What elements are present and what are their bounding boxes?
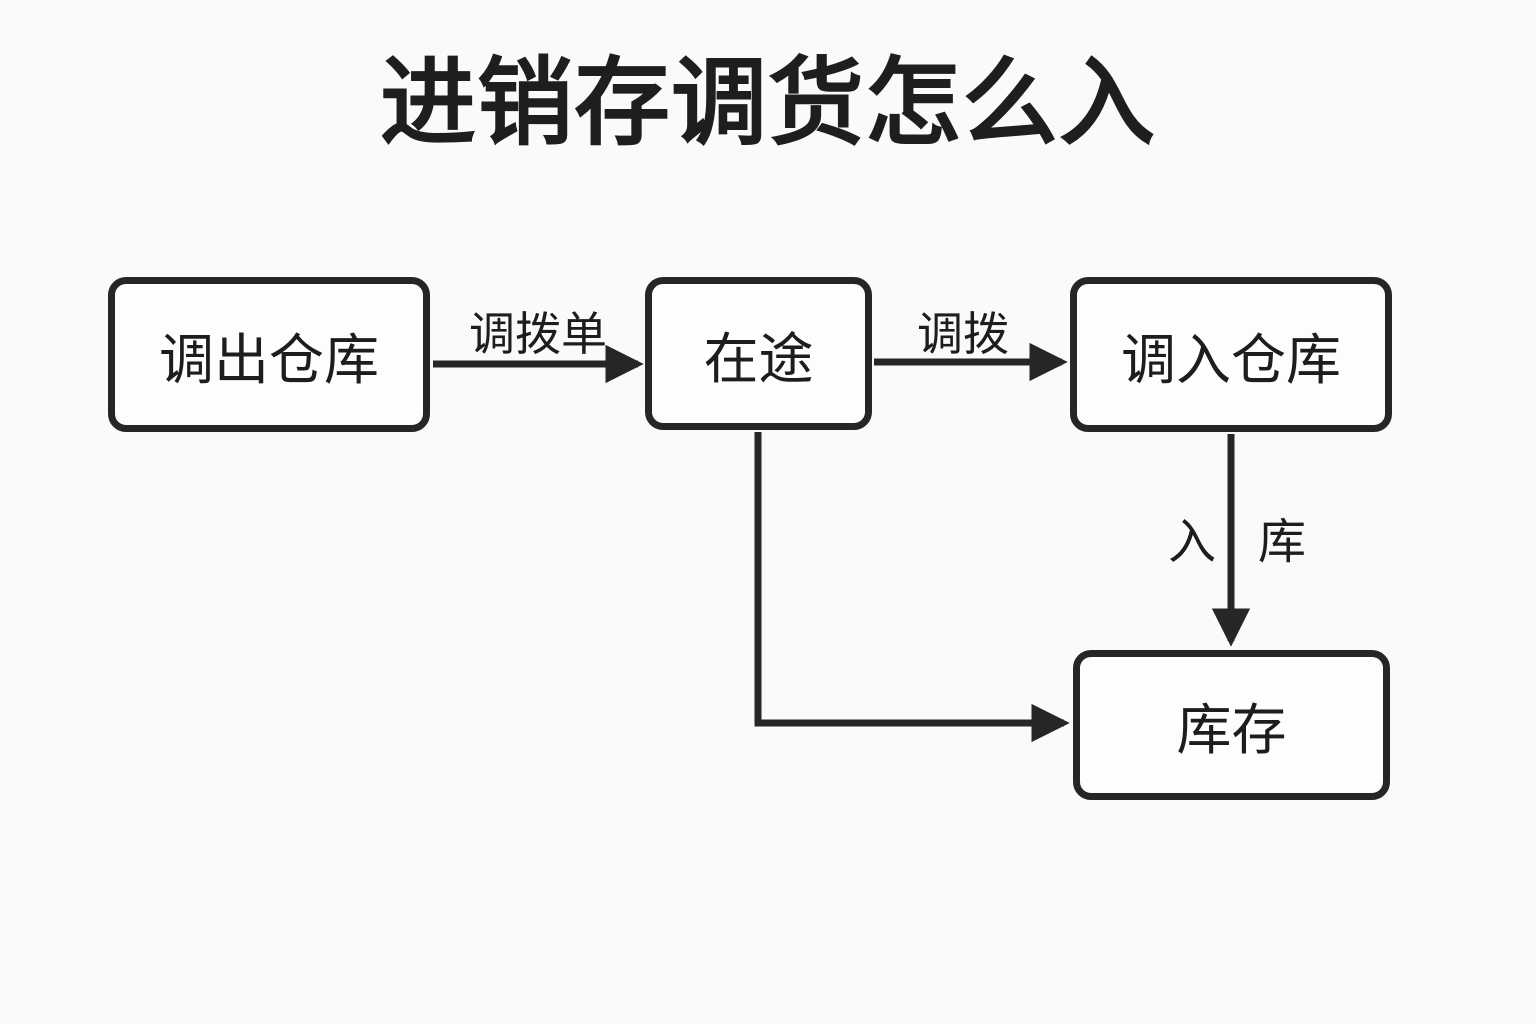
node-dest-warehouse: 调入仓库 [1070, 277, 1392, 432]
diagram-title: 进销存调货怎么入 [380, 47, 1156, 159]
node-inventory-label: 库存 [1176, 698, 1287, 762]
node-source-warehouse: 调出仓库 [108, 277, 430, 432]
edge-label-transfer: 调拨 [917, 307, 1009, 361]
node-in-transit-label: 在途 [703, 326, 814, 391]
edge-label-stock-in: 入库 [1167, 514, 1349, 570]
node-dest-warehouse-label: 调入仓库 [1120, 327, 1341, 392]
node-inventory: 库存 [1073, 650, 1390, 800]
edge-label-transfer-order: 调拨单 [469, 307, 607, 361]
edge-transit-to-inventory-arrow [754, 432, 1070, 743]
node-source-warehouse-label: 调出仓库 [158, 327, 379, 392]
node-in-transit: 在途 [645, 277, 872, 430]
